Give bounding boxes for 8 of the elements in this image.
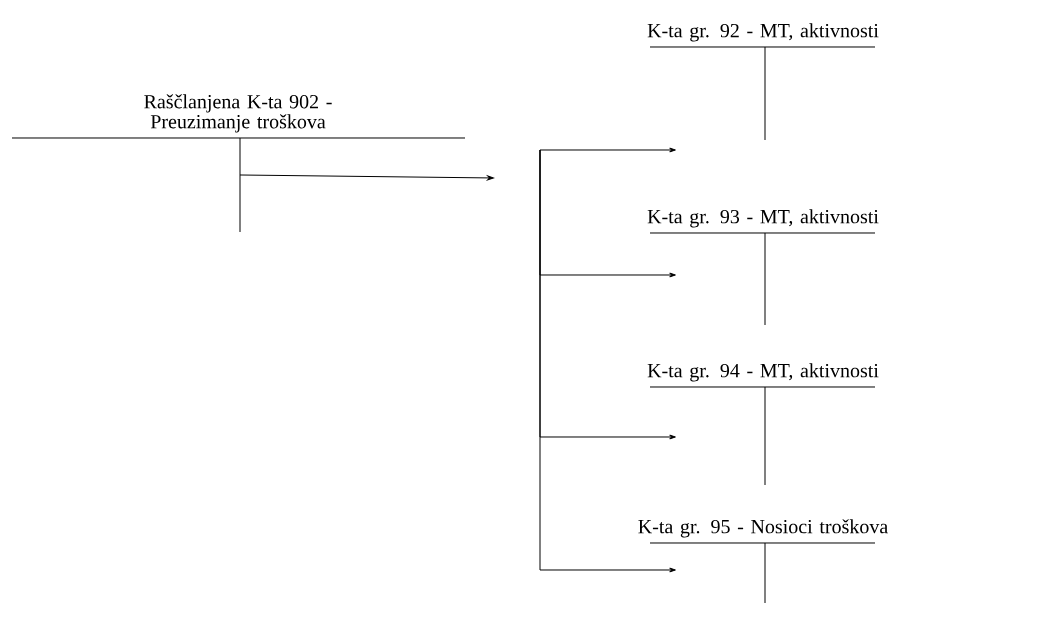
t-account: K-ta gr. 94 - MT, aktivnosti [647, 363, 879, 486]
t-account: K-ta gr. 93 - MT, aktivnosti [647, 209, 879, 326]
arrow [239, 174, 494, 181]
arrow [539, 149, 676, 573]
t-account: K-ta gr. 92 - MT, aktivnosti [647, 23, 879, 141]
arrow [539, 147, 676, 153]
t-account: Raščlanjena K-ta 902 - Preuzimanje troškova [11, 94, 466, 233]
t-account: K-ta gr. 95 - Nosioci troškova [638, 519, 888, 604]
